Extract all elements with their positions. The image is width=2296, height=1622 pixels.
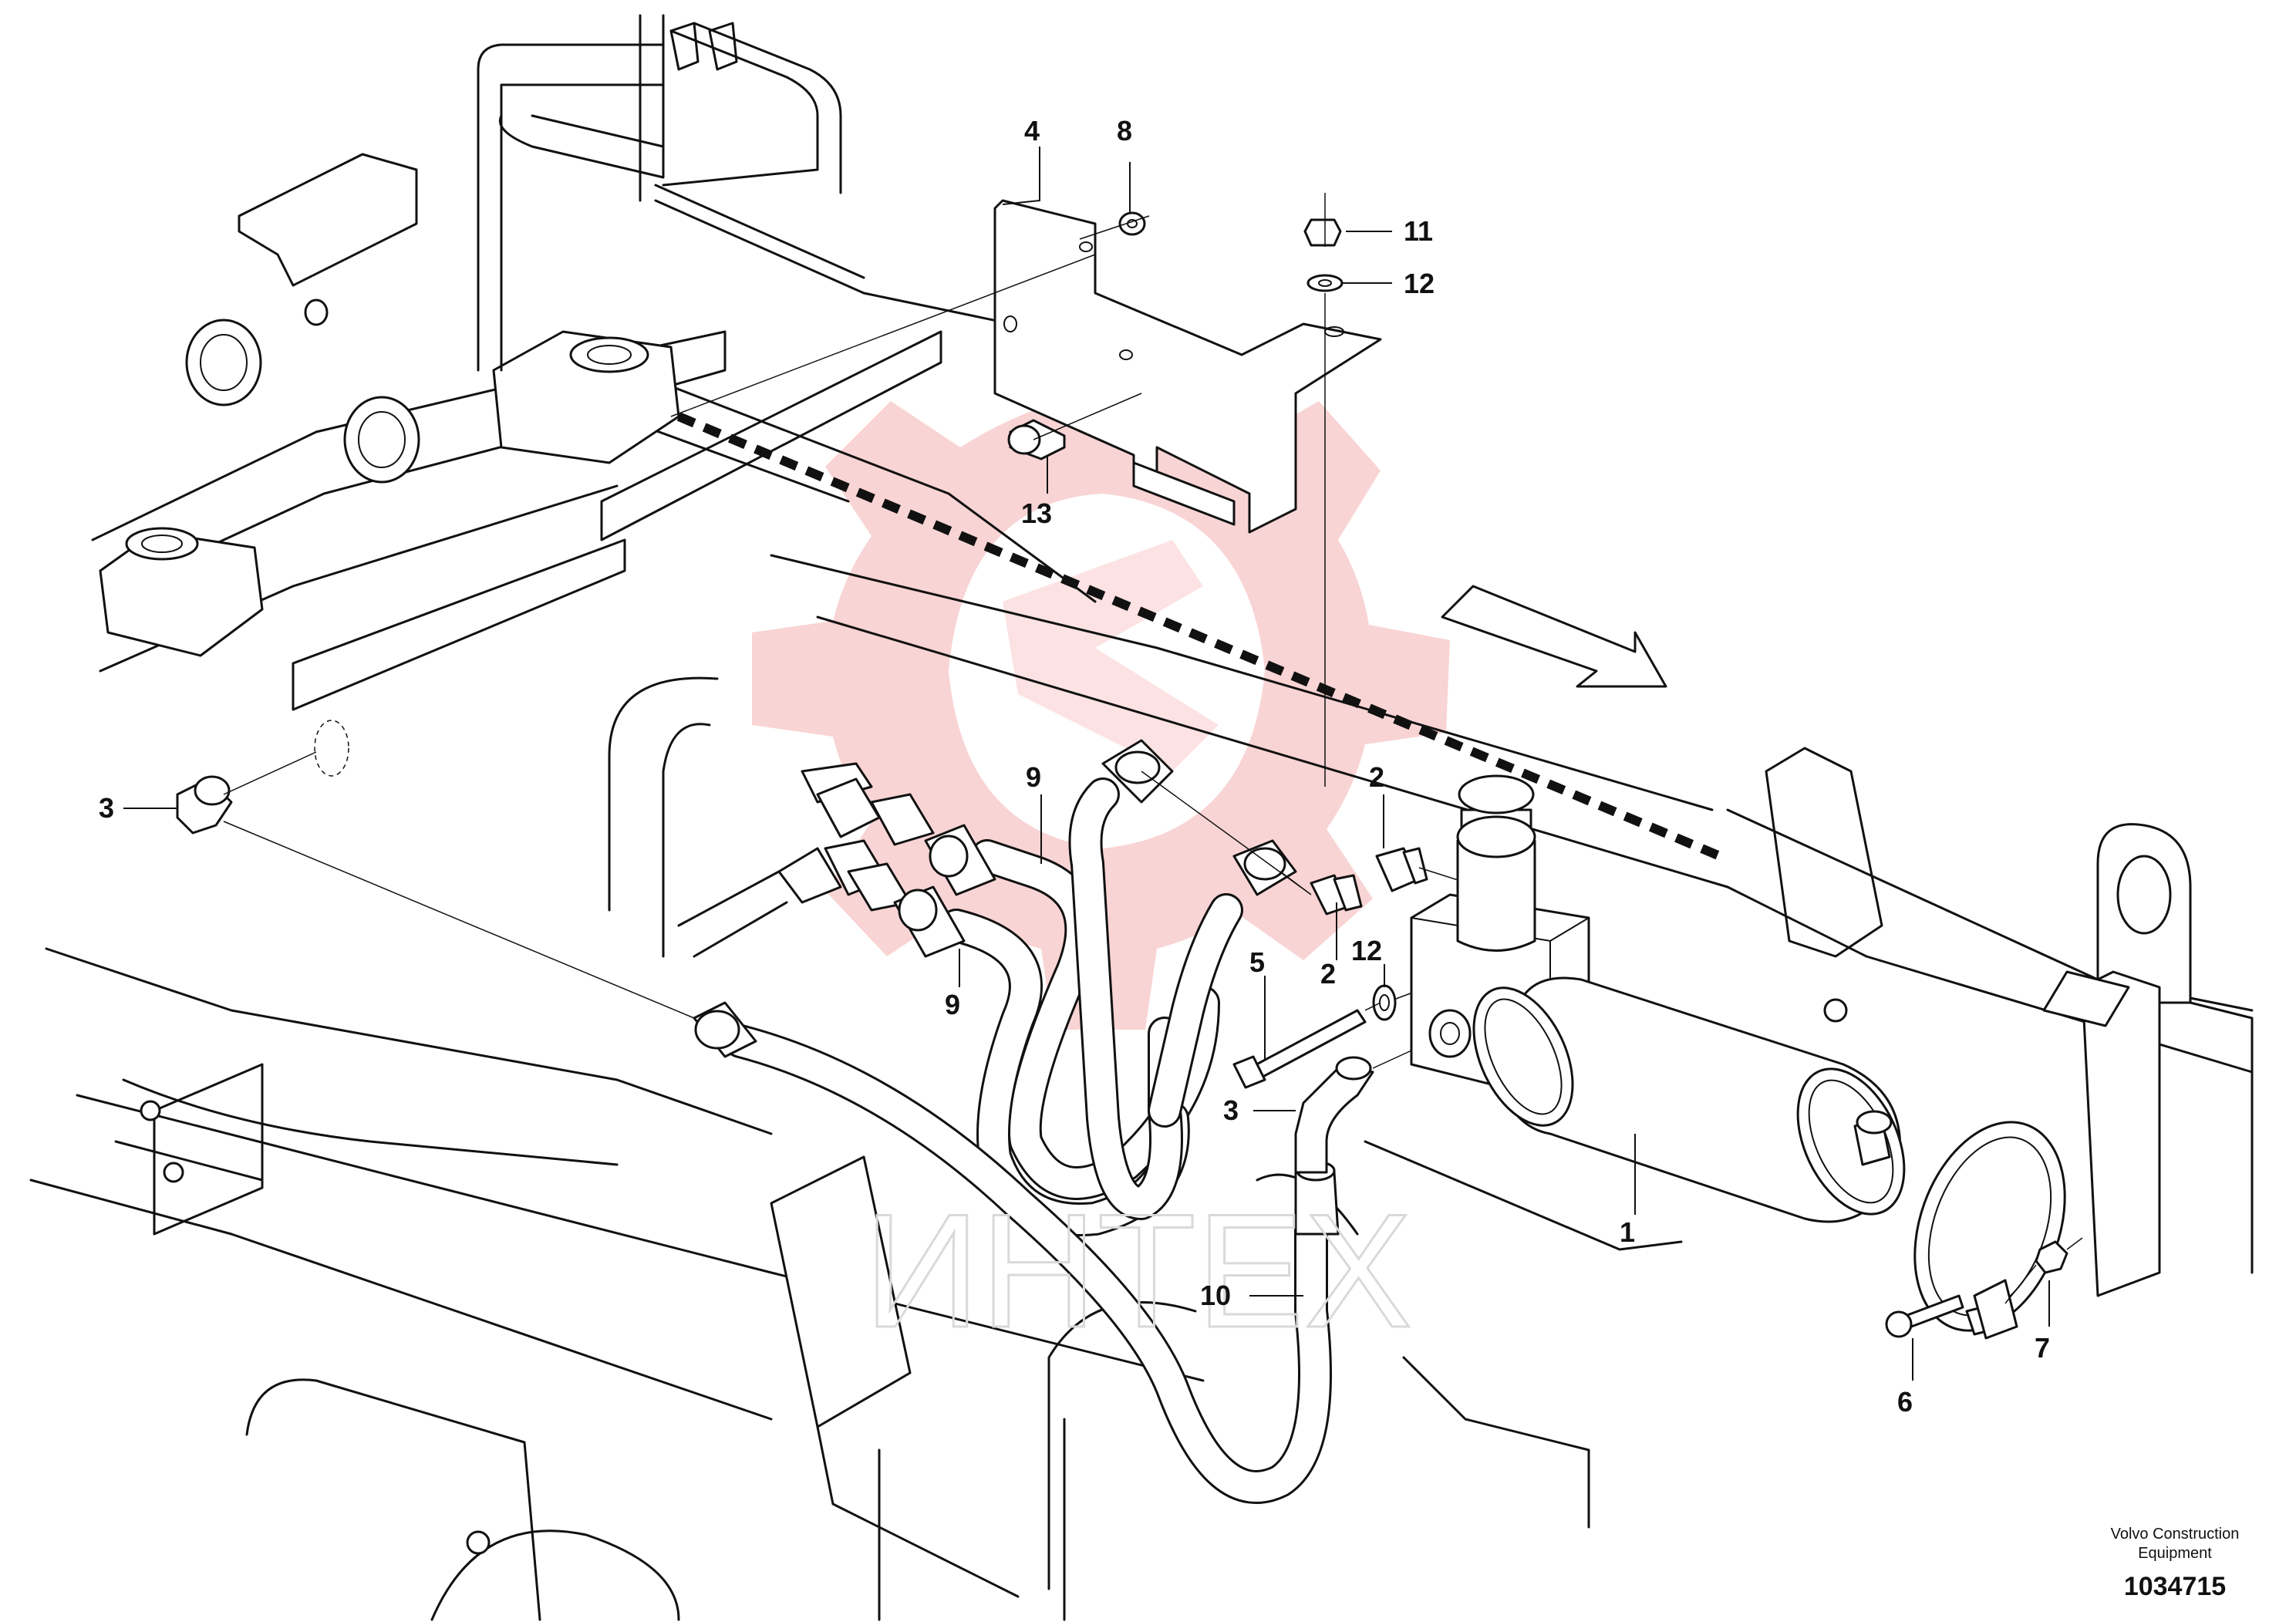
machine-frame: [29, 14, 2254, 1621]
mounting-bracket-part-4: [993, 199, 1382, 534]
callout-10: 10: [1200, 1280, 1231, 1311]
callout-3-lower: 3: [1223, 1094, 1239, 1126]
fastener-centerlines: [670, 193, 1326, 787]
callout-9-lower: 9: [945, 989, 960, 1020]
bolt-part-5: [1232, 1002, 1381, 1089]
callout-6: 6: [1897, 1386, 1913, 1418]
footer-company-line1: Volvo Construction: [2111, 1526, 2240, 1543]
bolt-part-13: [1007, 419, 1066, 460]
callout-8: 8: [1117, 115, 1132, 147]
callout-13: 13: [1021, 497, 1052, 529]
callout-9-upper: 9: [1026, 761, 1041, 793]
footer-block: Volvo Construction Equipment 1034715: [2111, 1526, 2240, 1601]
adapter-part-2-lower: [1141, 771, 1363, 916]
callout-4: 4: [1024, 115, 1040, 147]
watermark-text: ИНТЕХ: [864, 1180, 1412, 1361]
elbow-fitting-part-3-left: [176, 720, 695, 1019]
callout-2-upper: 2: [1369, 761, 1384, 793]
footer-drawing-number: 1034715: [2124, 1572, 2226, 1601]
callout-12-upper: 12: [1404, 268, 1435, 299]
fitting-cluster: [677, 762, 935, 958]
nut-part-7: [2004, 1237, 2083, 1304]
washer-part-8: [1118, 211, 1146, 236]
reference-dashed-line: [676, 412, 1722, 861]
filter-assembly-part-1: [1410, 774, 1906, 1223]
callout-labels: 1 2 2 3 3 4 5 6 7 8 9 9 10 11 12 12 13: [99, 115, 2050, 1418]
callout-1: 1: [1620, 1216, 1635, 1248]
callout-3-left: 3: [99, 792, 114, 824]
direction-arrow-icon: [1441, 585, 1667, 688]
leader-lines: [123, 147, 2050, 1381]
bolt-part-6: [1885, 1294, 1964, 1338]
clamp-band: [1913, 1121, 2066, 1340]
callout-11: 11: [1404, 215, 1433, 247]
washer-part-12-top: [1306, 274, 1344, 292]
footer-company-line2: Equipment: [2138, 1545, 2212, 1562]
callout-7: 7: [2035, 1332, 2050, 1364]
nut-part-11: [1303, 218, 1342, 247]
adapter-part-2-upper: [1375, 847, 1505, 895]
hose-part-9-vertical: [1068, 739, 1297, 1220]
callout-5: 5: [1249, 946, 1265, 978]
callout-12-lower: 12: [1351, 935, 1382, 966]
callout-2-lower: 2: [1320, 958, 1336, 990]
